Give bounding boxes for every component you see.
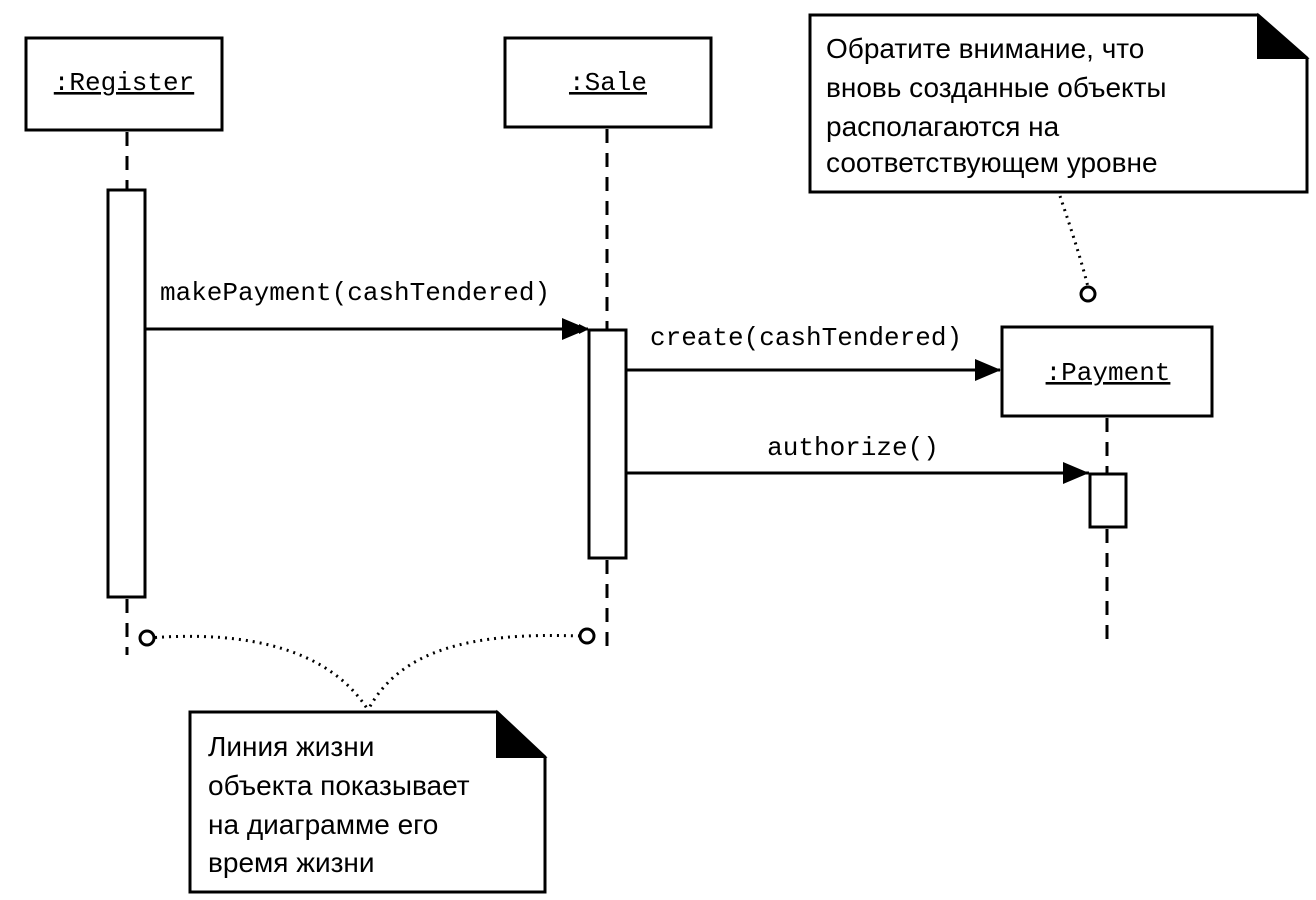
message-authorize: authorize()	[627, 433, 1089, 484]
note-top-line-2: вновь созданные объекты	[826, 72, 1167, 103]
note-top-line-4: соответствующем уровне	[826, 147, 1158, 178]
register-lifeline-anchor	[138, 629, 156, 647]
note-bottom-connector-right	[366, 634, 581, 711]
message-create: create(cashTendered)	[627, 323, 1001, 381]
note-top-line-1: Обратите внимание, что	[826, 33, 1144, 64]
note-bottom-line-3: на диаграмме его	[208, 809, 438, 840]
note-fold-corner	[1257, 12, 1310, 59]
note-bottom-line-2: объекта показывает	[208, 770, 470, 801]
note-fold-corner	[496, 709, 548, 758]
note-new-objects: Обратите внимание, что вновь созданные о…	[808, 12, 1310, 194]
note-lifeline: Линия жизни объекта показывает на диагра…	[188, 709, 548, 894]
note-bottom-line-4: время жизни	[208, 847, 375, 878]
message-make-payment: makePayment(cashTendered)	[146, 278, 589, 340]
payment-object: :Payment	[1000, 325, 1214, 418]
note-top-line-3: располагаются на	[826, 111, 1060, 142]
make-payment-label: makePayment(cashTendered)	[160, 278, 550, 308]
payment-activation-bar	[1088, 472, 1128, 529]
register-object-label: :Register	[54, 68, 194, 98]
sale-object-label: :Sale	[569, 68, 647, 98]
create-label: create(cashTendered)	[650, 323, 962, 353]
payment-object-label: :Payment	[1046, 358, 1171, 388]
note-bottom-line-1: Линия жизни	[208, 731, 374, 762]
sale-activation-bar	[587, 328, 628, 560]
note-bottom-connector-left	[147, 634, 370, 711]
note-top-connector	[1058, 195, 1090, 288]
note-top-anchor	[1079, 285, 1097, 303]
authorize-label: authorize()	[767, 433, 939, 463]
register-object: :Register	[24, 36, 224, 132]
sale-object: :Sale	[503, 36, 713, 129]
sale-lifeline-anchor	[578, 627, 596, 645]
register-activation-bar	[106, 188, 147, 599]
